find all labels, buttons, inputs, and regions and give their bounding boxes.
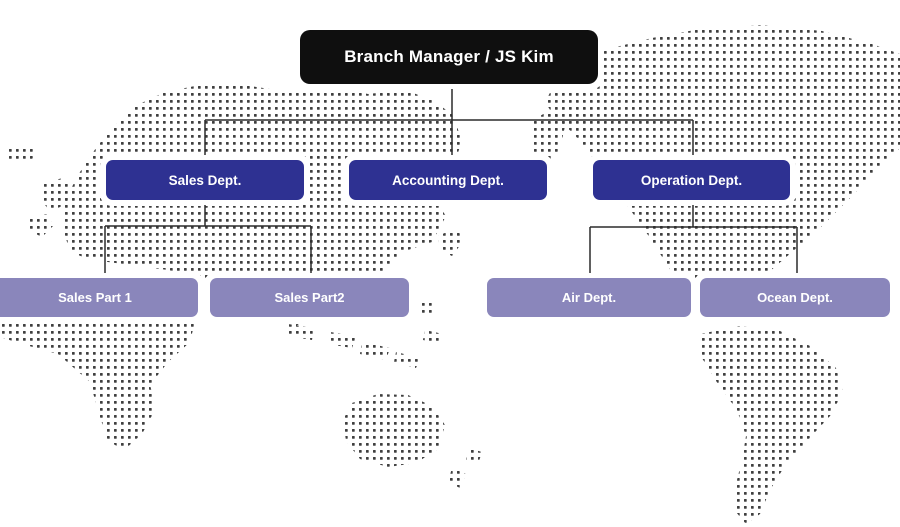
org-node-label: Sales Part 1 — [58, 290, 132, 305]
islands-indonesia-3 — [360, 342, 390, 360]
org-node-accounting-dept: Accounting Dept. — [349, 160, 547, 200]
islands-japan — [438, 228, 464, 256]
continent-europe-west — [28, 214, 53, 237]
org-node-ocean-dept: Ocean Dept. — [700, 278, 890, 317]
islands-indonesia-5 — [423, 330, 443, 344]
continent-africa — [0, 299, 196, 450]
org-node-label: Sales Dept. — [168, 172, 242, 188]
org-node-branch-manager: Branch Manager / JS Kim — [300, 30, 598, 84]
continent-europe-scandinavia — [41, 178, 72, 212]
org-node-operation-dept: Operation Dept. — [593, 160, 790, 200]
org-node-label: Sales Part2 — [274, 290, 345, 305]
peninsula-kamchatka — [530, 110, 566, 168]
org-node-sales-part-2: Sales Part2 — [210, 278, 409, 317]
continent-australia — [343, 394, 445, 467]
org-node-label: Operation Dept. — [640, 172, 743, 188]
org-node-sales-part-1: Sales Part 1 — [0, 278, 198, 317]
islands-new-zealand-south — [448, 468, 466, 488]
org-node-label: Ocean Dept. — [757, 290, 833, 305]
org-node-label: Branch Manager / JS Kim — [344, 47, 554, 66]
islands-philippines — [418, 300, 436, 316]
islands-indonesia-2 — [328, 332, 356, 348]
org-node-label: Accounting Dept. — [392, 172, 504, 188]
islands-indonesia-1 — [288, 324, 314, 340]
org-node-air-dept: Air Dept. — [487, 278, 691, 317]
islands-indonesia-4 — [394, 352, 420, 368]
continent-south-america — [700, 326, 843, 524]
islands-new-zealand-north — [466, 448, 482, 464]
org-node-sales-dept: Sales Dept. — [106, 160, 304, 200]
org-node-label: Air Dept. — [561, 290, 617, 305]
continent-europe-uk — [6, 146, 36, 163]
